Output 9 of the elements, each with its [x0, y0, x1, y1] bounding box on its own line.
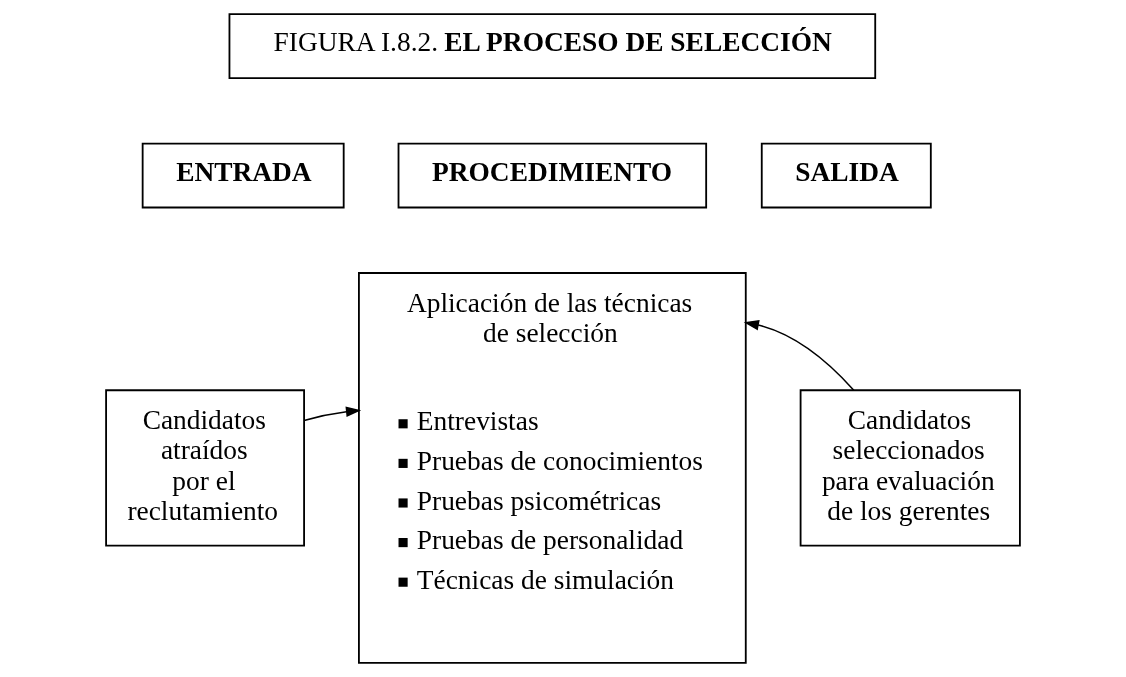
node-box: Candidatos seleccionados para evaluación de los gerentes [799, 389, 1021, 547]
node-box: SALIDA [760, 142, 932, 209]
arrow [303, 406, 362, 422]
arrow [743, 319, 855, 391]
node-box: ENTRADA [141, 142, 345, 209]
node-box: Aplicación de las técnicas de selección Entrevistas Pruebas de conocimientos Pruebas psicométricas Pruebas de personalidad Técnicas de simulación [358, 272, 747, 664]
node-box: PROCEDIMIENTO [397, 142, 708, 209]
node-box: FIGURA I.8.2. EL PROCESO DE SELECCIÓN [228, 13, 877, 79]
node-box: Candidatos atraídos por el reclutamiento [105, 389, 305, 547]
